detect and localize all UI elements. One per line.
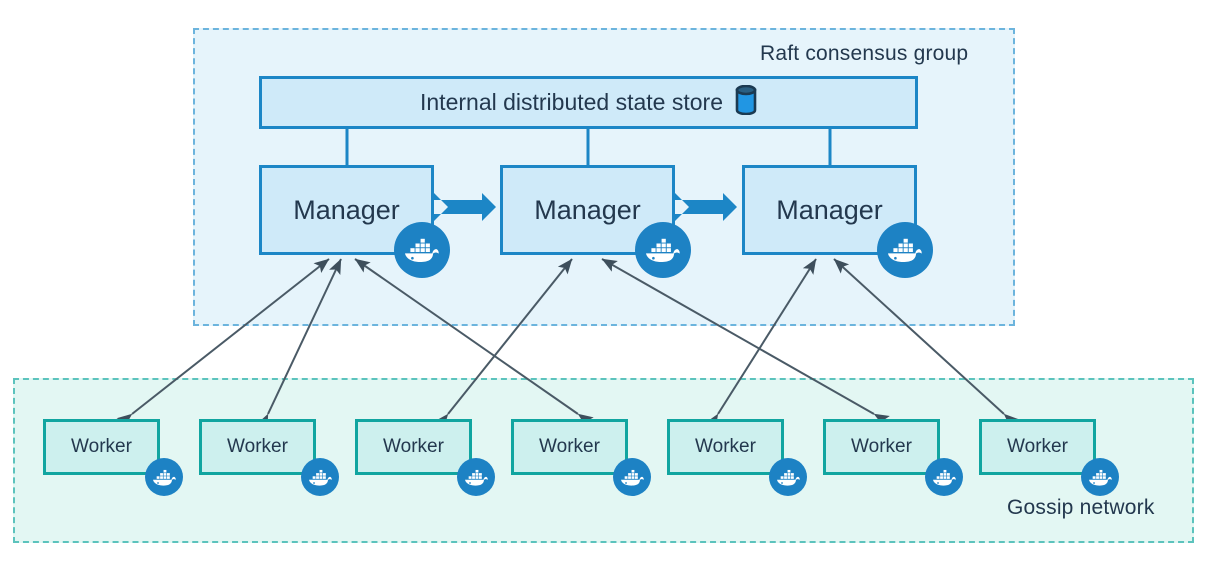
docker-whale-icon [145, 458, 183, 496]
worker-node-0-label: Worker [71, 436, 132, 457]
state-store-connectors [345, 129, 832, 165]
link-worker-3-manager-0 [354, 258, 594, 428]
manager-peer-arrows [434, 193, 737, 221]
worker-node-5[interactable]: Worker [823, 419, 940, 475]
docker-whale-icon [457, 458, 495, 496]
link-worker-5-manager-1 [601, 258, 890, 427]
worker-node-6-label: Worker [1007, 436, 1068, 457]
worker-node-4-label: Worker [695, 436, 756, 457]
docker-whale-icon [301, 458, 339, 496]
worker-manager-arrows [116, 258, 1020, 431]
database-cylinder-icon [735, 84, 757, 120]
worker-node-2-label: Worker [383, 436, 444, 457]
manager-node-2-label: Manager [776, 194, 883, 225]
link-worker-1-manager-0 [256, 258, 342, 431]
worker-node-1[interactable]: Worker [199, 419, 316, 475]
manager-node-1-label: Manager [534, 194, 641, 225]
docker-whale-icon [877, 222, 933, 278]
link-worker-0-manager-0 [116, 258, 330, 429]
worker-node-4[interactable]: Worker [667, 419, 784, 475]
docker-whale-icon [1081, 458, 1119, 496]
worker-node-0[interactable]: Worker [43, 419, 160, 475]
worker-node-2[interactable]: Worker [355, 419, 472, 475]
docker-whale-icon [635, 222, 691, 278]
docker-whale-icon [769, 458, 807, 496]
worker-node-3[interactable]: Worker [511, 419, 628, 475]
gossip-network-label: Gossip network [1007, 496, 1155, 519]
worker-node-6[interactable]: Worker [979, 419, 1096, 475]
worker-node-3-label: Worker [539, 436, 600, 457]
worker-node-1-label: Worker [227, 436, 288, 457]
internal-state-store-box[interactable]: Internal distributed state store [259, 76, 918, 129]
docker-whale-icon [394, 222, 450, 278]
docker-whale-icon [613, 458, 651, 496]
docker-whale-icon [925, 458, 963, 496]
worker-node-5-label: Worker [851, 436, 912, 457]
raft-consensus-group-label: Raft consensus group [760, 42, 969, 65]
link-worker-4-manager-2 [704, 258, 817, 430]
link-worker-6-manager-2 [833, 258, 1020, 429]
state-store-label: Internal distributed state store [420, 89, 723, 115]
manager-node-0-label: Manager [293, 194, 400, 225]
